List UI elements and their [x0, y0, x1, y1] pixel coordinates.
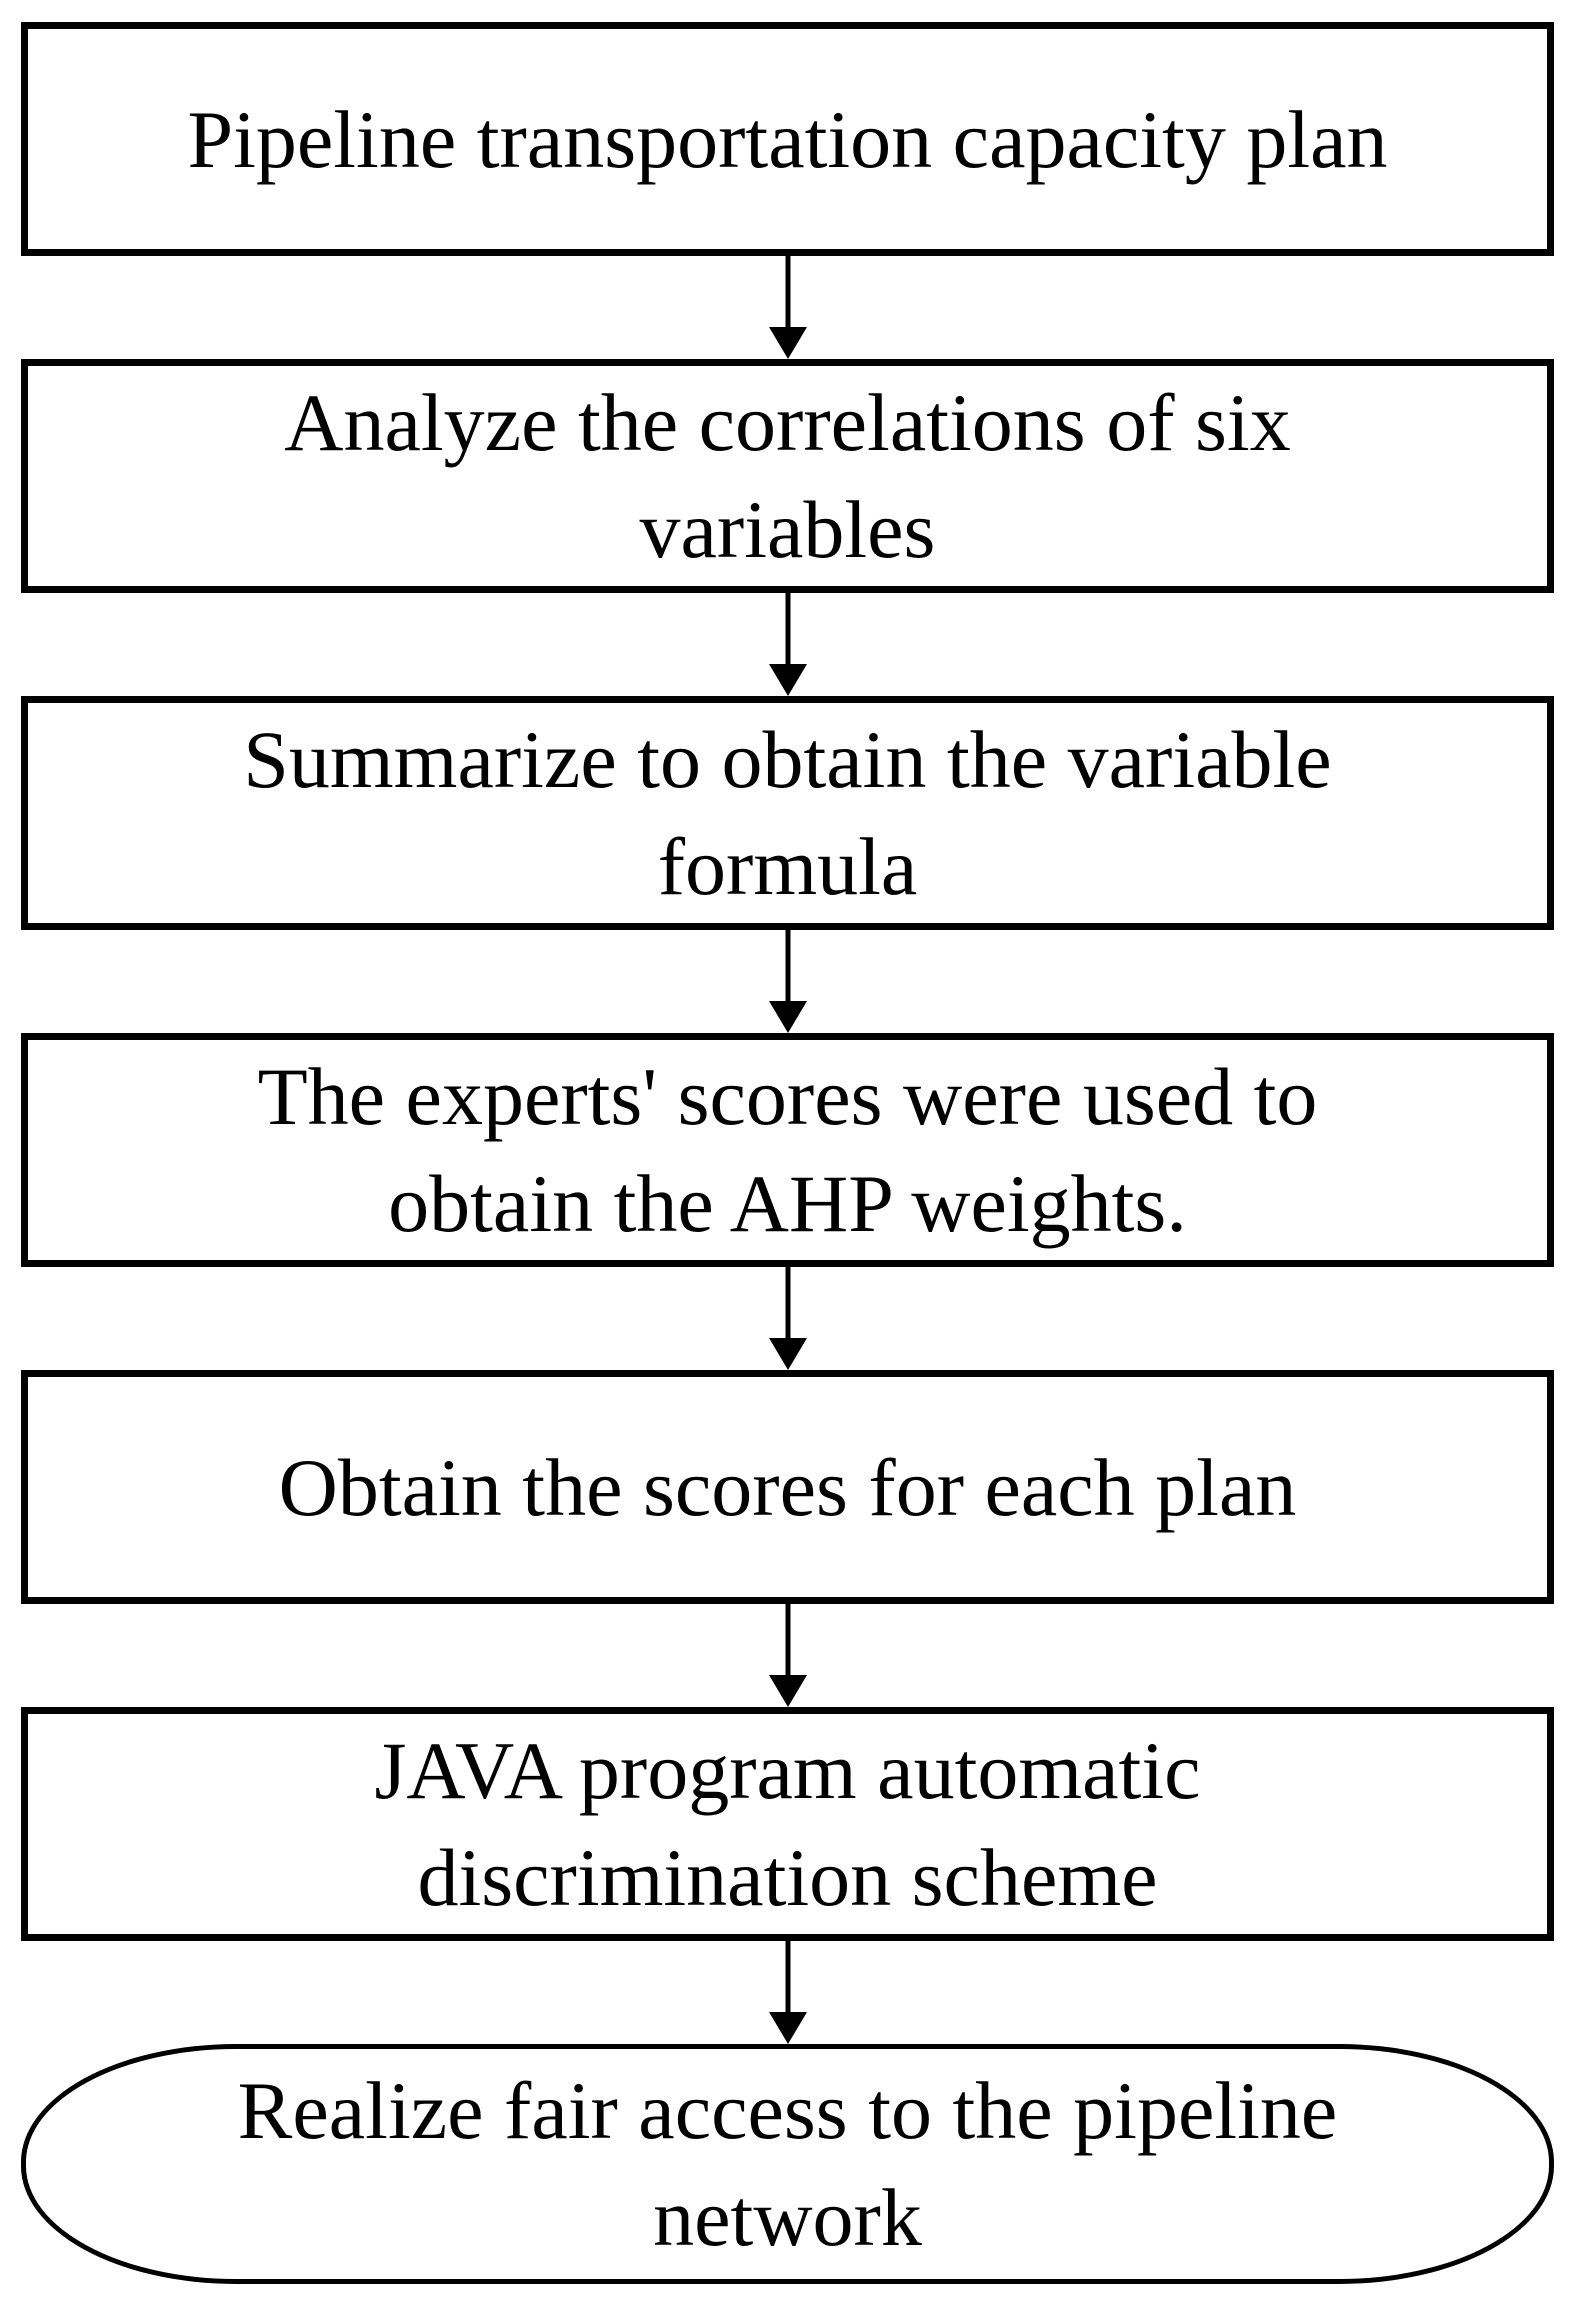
arrow-connector-1 [0, 256, 1575, 359]
arrow-down-icon [768, 1001, 807, 1033]
arrow-down-icon [768, 664, 807, 696]
arrow-connector-2 [0, 593, 1575, 696]
flow-node-pipeline-plan: Pipeline transportation capacity plan [21, 22, 1554, 256]
flow-node-expert-scores-ahp: The experts' scores were used to obtain … [21, 1033, 1554, 1267]
flow-node-label: Analyze the correlations of six variable… [284, 377, 1291, 575]
arrow-stem [785, 1267, 790, 1339]
arrow-stem [785, 256, 790, 328]
flow-node-label: Pipeline transportation capacity plan [187, 93, 1388, 185]
flow-node-label: The experts' scores were used to obtain … [257, 1051, 1318, 1249]
arrow-stem [785, 1941, 790, 2013]
arrow-connector-4 [0, 1267, 1575, 1370]
flow-node-analyze-correlations: Analyze the correlations of six variable… [21, 359, 1554, 593]
arrow-stem [785, 593, 790, 665]
flow-node-java-discrimination: JAVA program automatic discrimination sc… [21, 1707, 1554, 1941]
flow-node-summarize-formula: Summarize to obtain the variable formula [21, 696, 1554, 930]
arrow-connector-5 [0, 1604, 1575, 1707]
arrow-stem [785, 930, 790, 1002]
flow-node-plan-scores: Obtain the scores for each plan [21, 1370, 1554, 1604]
arrow-stem [785, 1604, 790, 1676]
flow-node-label: Summarize to obtain the variable formula [243, 714, 1332, 912]
flow-node-label: Realize fair access to the pipeline netw… [237, 2065, 1338, 2263]
arrow-down-icon [768, 327, 807, 359]
flow-node-fair-access-terminator: Realize fair access to the pipeline netw… [21, 2044, 1554, 2284]
arrow-down-icon [768, 1675, 807, 1707]
arrow-down-icon [768, 1338, 807, 1370]
flow-node-label: JAVA program automatic discrimination sc… [374, 1725, 1201, 1923]
arrow-connector-3 [0, 930, 1575, 1033]
flow-node-label: Obtain the scores for each plan [278, 1441, 1297, 1533]
arrow-connector-6 [0, 1941, 1575, 2044]
arrow-down-icon [768, 2012, 807, 2044]
